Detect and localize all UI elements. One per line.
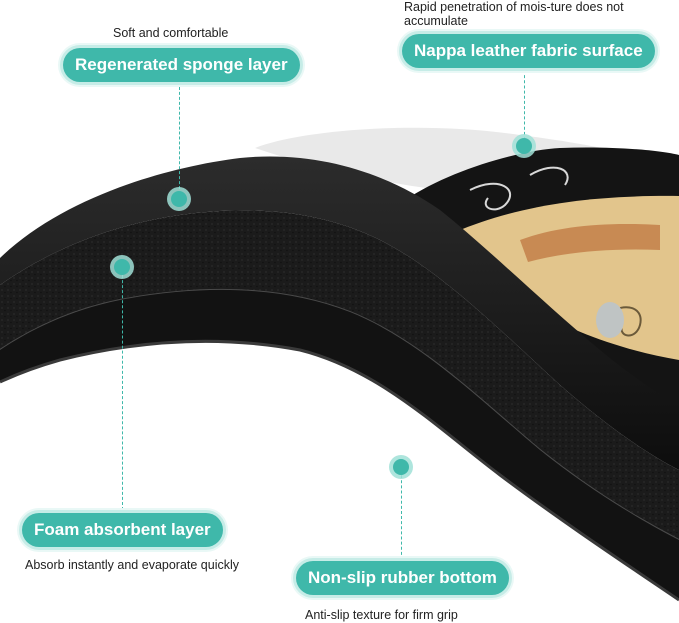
- foam-label-pill: Foam absorbent layer: [22, 513, 223, 547]
- rubber-bottom-layer: [0, 289, 679, 600]
- foam-layer: [0, 210, 679, 540]
- sponge-marker-dot: [171, 191, 187, 207]
- rubber-bottom-edge: [0, 339, 679, 602]
- leather-caption: Rapid penetration of mois-ture does not …: [404, 0, 624, 28]
- sponge-leader-line: [179, 82, 180, 194]
- rubber-label-pill: Non-slip rubber bottom: [296, 561, 509, 595]
- rubber-caption: Anti-slip texture for firm grip: [305, 608, 458, 622]
- leather-leader-line: [524, 70, 525, 140]
- sponge-caption: Soft and comfortable: [113, 26, 229, 40]
- sponge-label-pill: Regenerated sponge layer: [63, 48, 300, 82]
- sponge-layer: [0, 156, 679, 470]
- rubber-leader-line: [401, 470, 402, 560]
- leather-label-pill: Nappa leather fabric surface: [402, 34, 655, 68]
- foam-leader-line: [122, 270, 123, 510]
- foam-marker-dot: [114, 259, 130, 275]
- foam-caption: Absorb instantly and evaporate quickly: [25, 558, 240, 572]
- printed-leather-surface: [405, 147, 679, 425]
- leather-marker-dot: [516, 138, 532, 154]
- rubber-marker-dot: [393, 459, 409, 475]
